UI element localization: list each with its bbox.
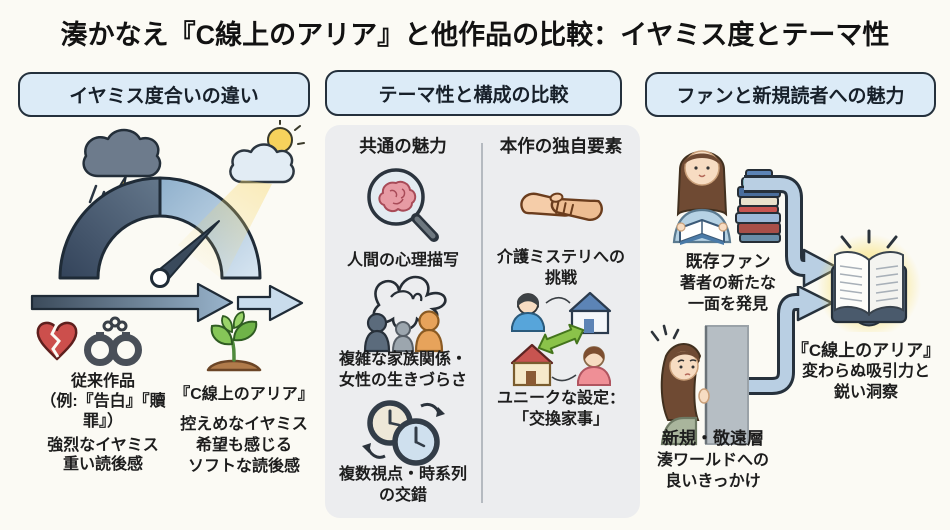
sprout-icon	[206, 311, 262, 372]
item-unique-setting: ユニークな設定： 「交換家事」	[496, 390, 625, 428]
iyamisu-illustration	[30, 120, 305, 372]
newcomers-desc: 湊ワールドへの 良いきっかけ	[656, 452, 769, 490]
sparkle-dashes	[840, 229, 898, 249]
existing-fans-name: 既存ファン	[685, 252, 771, 271]
item-care-mystery: 介護ミステリへの 挑戦	[496, 249, 625, 287]
panel-divider	[481, 143, 483, 503]
page-title: 湊かなえ『C線上のアリア』と他作品の比較：イヤミス度とテーマ性	[60, 20, 890, 50]
tangled-family-icon	[363, 275, 447, 353]
common-appeal-header: 共通の魅力	[359, 136, 447, 156]
item-family: 複雑な家族関係・ 女性の生きづらさ	[338, 351, 467, 389]
intensity-arrow-icon	[30, 282, 304, 323]
glowing-open-book-icon	[817, 229, 921, 332]
sun-cloud-icon	[229, 120, 305, 184]
broken-heart-icon	[36, 321, 78, 361]
column-header-iyamisu-label: イヤミス度合いの違い	[69, 86, 259, 107]
column-header-appeal: ファンと新規読者への魅力	[645, 72, 936, 117]
handcuffs-icon	[84, 316, 142, 366]
house-swap-icon	[510, 291, 612, 387]
swap-clocks-icon	[362, 400, 445, 466]
peeking-woman-icon	[650, 324, 749, 446]
column-header-themes: テーマ性と構成の比較	[325, 70, 622, 116]
item-perspectives: 複数視点・時系列 の交錯	[338, 466, 467, 504]
column-header-iyamisu: イヤミス度合いの違い	[18, 72, 310, 117]
aria-book-name: 『C線上のアリア』	[791, 341, 941, 360]
iyamisu-gauge-icon	[58, 176, 272, 288]
brain-magnifier-icon	[367, 168, 439, 242]
aria-book-desc: 変わらぬ吸引力と 鋭い洞察	[801, 363, 930, 401]
aria-name: 『C線上のアリア』	[174, 386, 314, 403]
column-header-appeal-label: ファンと新規読者への魅力	[676, 86, 905, 107]
flow-arrow-bottom	[744, 286, 834, 395]
item-psychology: 人間の心理描写	[346, 252, 459, 269]
aria-desc: 控えめなイヤミス 希望も感じる ソフトな読後感	[180, 416, 308, 475]
unique-elements-header: 本作の独自要素	[499, 136, 623, 156]
light-beam	[178, 180, 272, 280]
surprise-marks	[650, 324, 680, 342]
newcomers-name: 新規・敬遠層	[662, 429, 764, 448]
existing-fans-desc: 著者の新たな 一面を発見	[679, 275, 776, 313]
column-header-themes-label: テーマ性と構成の比較	[378, 84, 569, 106]
handshake-icon	[520, 192, 603, 221]
legacy-works-desc: 強烈なイヤミス 重い読後感	[47, 437, 159, 473]
legacy-works-name: 従来作品 （例:『告白』『贖 罪』）	[40, 373, 166, 430]
